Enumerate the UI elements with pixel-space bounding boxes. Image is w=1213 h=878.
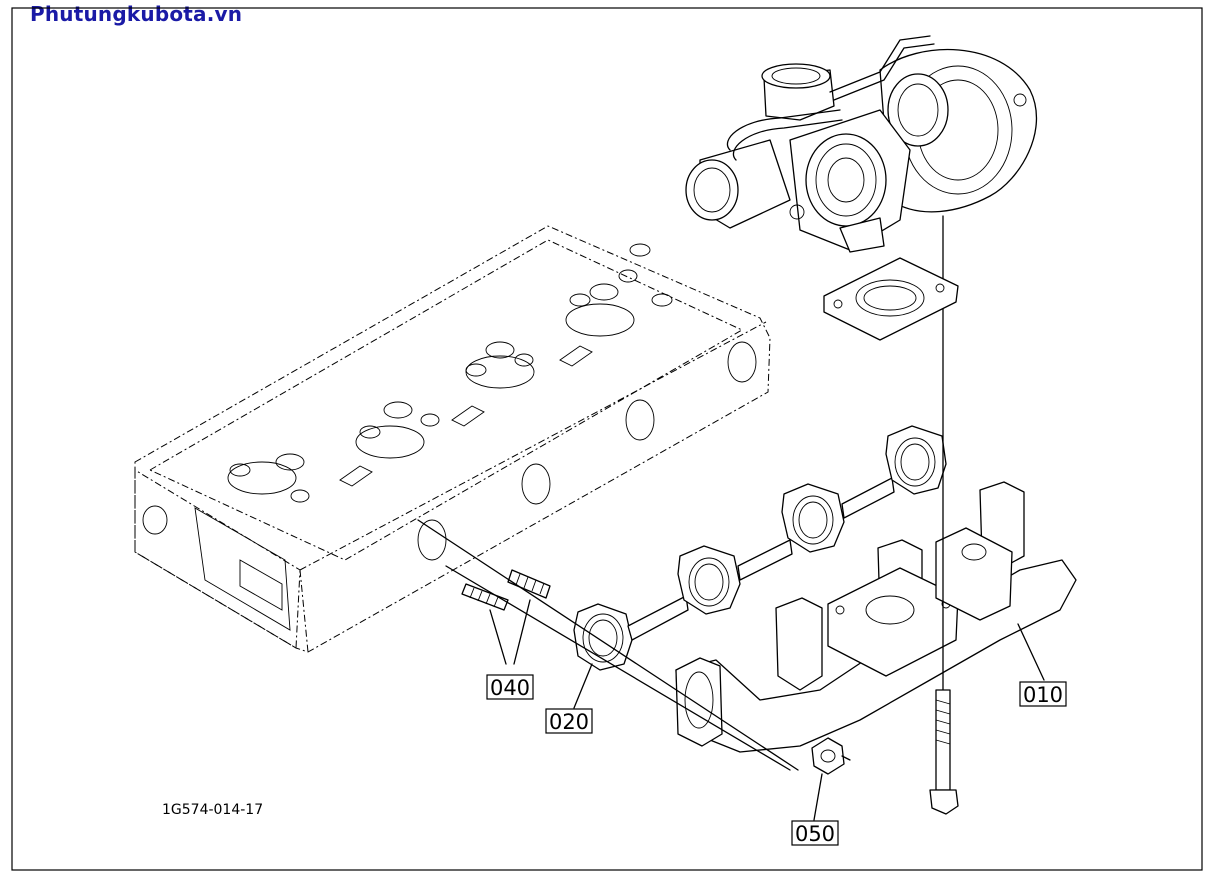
part-label-010[interactable]: 010: [1019, 681, 1067, 707]
drawing-id: 1G574-014-17: [162, 802, 263, 818]
manifold-bolt: [929, 215, 959, 815]
cylinder-head: [134, 225, 771, 653]
exhaust-gasket-020: [573, 425, 947, 709]
nut-050: [417, 519, 851, 821]
turbo-gasket: [823, 257, 959, 341]
part-label-020-text: 020: [549, 710, 589, 734]
part-label-050[interactable]: 050: [791, 820, 839, 846]
part-label-040-text: 040: [490, 676, 530, 700]
exhaust-manifold-010: [675, 481, 1077, 753]
part-label-050-text: 050: [795, 822, 835, 846]
stud-bolts-040: [461, 569, 551, 665]
drawing-frame: [11, 7, 1203, 871]
part-label-040[interactable]: 040: [486, 674, 534, 700]
part-label-010-text: 010: [1023, 683, 1063, 707]
watermark-text: Phutungkubota.vn: [30, 2, 243, 26]
turbocharger: [685, 35, 1038, 253]
part-label-020[interactable]: 020: [545, 708, 593, 734]
